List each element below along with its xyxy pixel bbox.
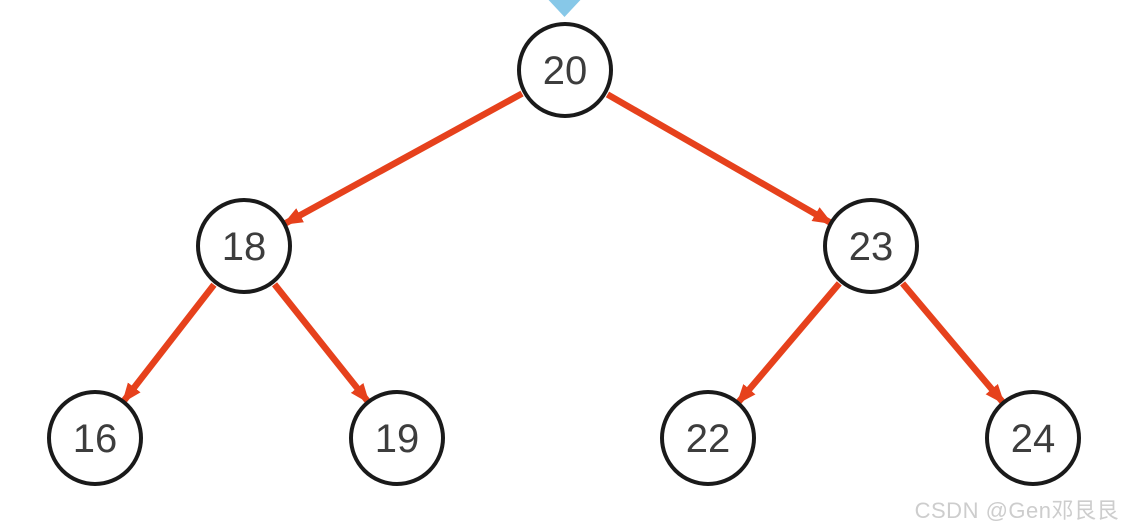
tree-node-label: 24	[1011, 417, 1056, 461]
tree-node-label: 22	[686, 417, 731, 461]
tree-node-label: 19	[375, 417, 420, 461]
tree-node-circle	[823, 198, 919, 294]
tree-node-18: 18	[196, 198, 292, 294]
tree-node-label: 18	[222, 225, 267, 269]
tree-edge-n18-n16	[119, 282, 217, 406]
tree-node-16: 16	[47, 390, 143, 486]
tree-edge-n20-n23	[605, 91, 835, 227]
tree-edge-n23-n22	[733, 281, 842, 407]
tree-node-24: 24	[985, 390, 1081, 486]
entry-down-arrow-icon	[548, 0, 581, 17]
tree-node-label: 23	[849, 225, 894, 269]
tree-node-22: 22	[660, 390, 756, 486]
tree-node-20: 20	[517, 22, 613, 118]
tree-edge-n18-n19	[271, 282, 373, 406]
tree-node-circle	[517, 22, 613, 118]
tree-node-circle	[985, 390, 1081, 486]
tree-node-label: 16	[73, 417, 118, 461]
watermark-text: CSDN @Gen邓艮艮	[914, 498, 1119, 523]
tree-node-label: 20	[543, 49, 588, 93]
tree-node-circle	[349, 390, 445, 486]
tree-node-circle	[47, 390, 143, 486]
tree-node-circle	[660, 390, 756, 486]
tree-node-circle	[196, 198, 292, 294]
tree-node-23: 23	[823, 198, 919, 294]
tree-edge-n20-n18	[281, 90, 524, 228]
tree-edge-n23-n24	[900, 281, 1008, 407]
tree-node-19: 19	[349, 390, 445, 486]
